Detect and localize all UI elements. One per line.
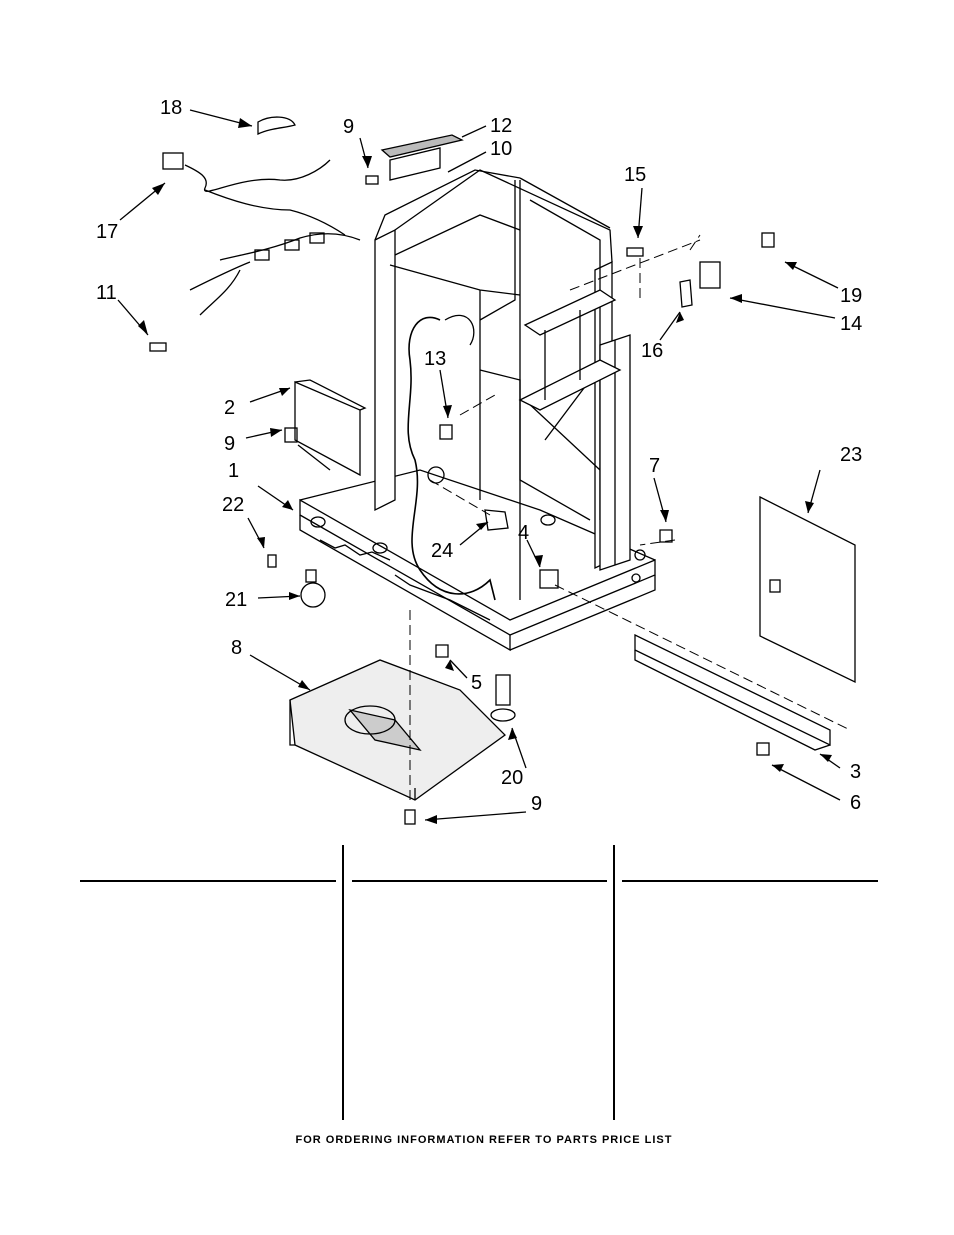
column-separator-2 xyxy=(613,845,615,1120)
panel-part-23 xyxy=(759,495,856,684)
callout-21: 21 xyxy=(225,589,248,611)
small-hardware xyxy=(149,116,775,825)
callout-22: 22 xyxy=(222,494,245,516)
callout-8: 8 xyxy=(231,637,243,659)
callout-2: 2 xyxy=(224,397,236,419)
callout-6: 6 xyxy=(850,792,862,814)
callout-15: 15 xyxy=(624,164,647,186)
callout-16: 16 xyxy=(641,340,664,362)
callout-10: 10 xyxy=(490,138,513,160)
callout-18: 18 xyxy=(160,97,183,119)
cabinet-frame xyxy=(299,169,656,652)
arrowheads xyxy=(138,118,832,824)
callout-1: 1 xyxy=(228,460,240,482)
callout-23: 23 xyxy=(840,444,863,466)
callout-24: 24 xyxy=(431,540,454,562)
callout-9-bottom: 9 xyxy=(531,793,543,815)
callout-9-mid: 9 xyxy=(224,433,236,455)
callout-11: 11 xyxy=(96,282,117,304)
callout-20: 20 xyxy=(501,767,524,789)
assembly-guide-lines xyxy=(409,234,851,800)
callout-9-top: 9 xyxy=(343,116,355,138)
column-rule-middle xyxy=(352,880,607,882)
callout-7: 7 xyxy=(649,455,661,477)
column-rule-right xyxy=(622,880,878,882)
callout-3: 3 xyxy=(850,761,862,783)
base-pan-part-8 xyxy=(289,659,506,801)
callout-12: 12 xyxy=(490,115,513,137)
callout-5: 5 xyxy=(471,672,483,694)
harness-part-17 xyxy=(162,152,361,316)
bracket-part-2 xyxy=(294,379,367,477)
callout-13: 13 xyxy=(424,348,447,370)
column-separator-1 xyxy=(342,845,344,1120)
column-rule-left xyxy=(80,880,336,882)
rail-part-3 xyxy=(634,633,831,751)
callout-19: 19 xyxy=(840,285,863,307)
footer-note: FOR ORDERING INFORMATION REFER TO PARTS … xyxy=(295,1134,673,1146)
callout-17: 17 xyxy=(96,221,119,243)
callout-14: 14 xyxy=(840,313,863,335)
bar-part-12 xyxy=(380,134,464,181)
callout-4: 4 xyxy=(518,522,530,544)
